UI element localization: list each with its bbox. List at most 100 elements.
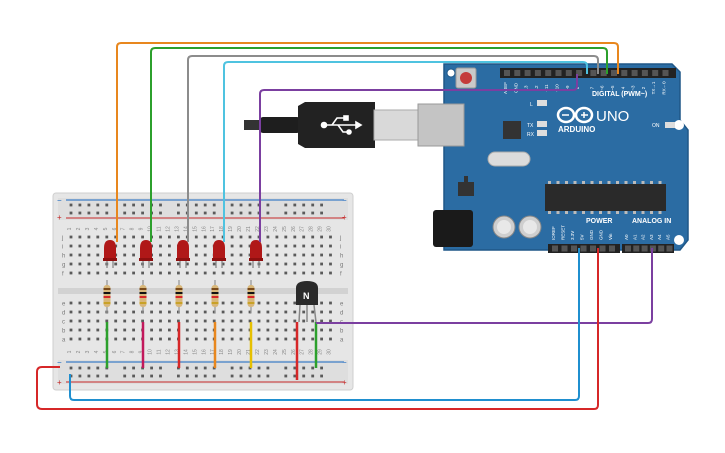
breadboard-hole[interactable] (123, 337, 127, 341)
breadboard-hole[interactable] (284, 203, 288, 207)
breadboard-hole[interactable] (257, 366, 261, 370)
breadboard-hole[interactable] (123, 310, 127, 314)
breadboard-hole[interactable] (284, 328, 288, 332)
breadboard-hole[interactable] (311, 310, 315, 314)
breadboard-hole[interactable] (266, 211, 270, 215)
breadboard-hole[interactable] (221, 262, 225, 266)
breadboard-hole[interactable] (132, 203, 135, 207)
breadboard-hole[interactable] (105, 319, 109, 323)
red-led[interactable] (139, 240, 153, 268)
digital-pin-hole[interactable] (576, 70, 583, 76)
breadboard-hole[interactable] (293, 374, 297, 378)
breadboard-hole[interactable] (239, 211, 243, 215)
breadboard-hole[interactable] (329, 319, 332, 323)
breadboard-hole[interactable] (275, 271, 279, 275)
breadboard-hole[interactable] (96, 235, 100, 239)
resistor[interactable] (175, 280, 183, 313)
breadboard-hole[interactable] (141, 211, 144, 215)
breadboard-hole[interactable] (311, 253, 315, 257)
breadboard-hole[interactable] (320, 301, 323, 305)
resistor[interactable] (247, 280, 255, 313)
breadboard-hole[interactable] (230, 253, 234, 257)
breadboard-hole[interactable] (87, 211, 91, 215)
breadboard-hole[interactable] (311, 244, 315, 248)
breadboard-hole[interactable] (239, 203, 243, 207)
power-pin-hole[interactable] (590, 245, 596, 252)
breadboard-hole[interactable] (132, 262, 135, 266)
breadboard-hole[interactable] (185, 262, 189, 266)
breadboard-hole[interactable] (194, 319, 198, 323)
breadboard-hole[interactable] (293, 235, 297, 239)
breadboard-hole[interactable] (320, 328, 323, 332)
breadboard-hole[interactable] (96, 211, 100, 215)
resistor[interactable] (211, 280, 219, 313)
breadboard-hole[interactable] (284, 244, 288, 248)
red-led[interactable] (103, 240, 117, 268)
breadboard-hole[interactable] (78, 271, 82, 275)
breadboard-hole[interactable] (284, 253, 288, 257)
breadboard-hole[interactable] (177, 235, 180, 239)
breadboard-hole[interactable] (266, 253, 270, 257)
breadboard-hole[interactable] (212, 235, 216, 239)
breadboard-hole[interactable] (123, 211, 127, 215)
analog-pin-hole[interactable] (641, 245, 648, 252)
breadboard-hole[interactable] (221, 319, 225, 323)
usb-cable[interactable] (244, 102, 465, 148)
breadboard-hole[interactable] (230, 271, 234, 275)
power-pin-hole[interactable] (599, 245, 606, 252)
breadboard-hole[interactable] (257, 328, 261, 332)
breadboard-hole[interactable] (150, 328, 153, 332)
breadboard-hole[interactable] (105, 235, 109, 239)
breadboard-hole[interactable] (114, 262, 118, 266)
breadboard-hole[interactable] (78, 374, 82, 378)
breadboard-hole[interactable] (132, 301, 135, 305)
breadboard-hole[interactable] (194, 301, 198, 305)
breadboard-hole[interactable] (284, 262, 288, 266)
breadboard-hole[interactable] (239, 337, 243, 341)
breadboard-hole[interactable] (257, 310, 261, 314)
breadboard-hole[interactable] (141, 319, 144, 323)
breadboard-hole[interactable] (123, 301, 127, 305)
breadboard-hole[interactable] (266, 310, 270, 314)
breadboard-hole[interactable] (78, 235, 82, 239)
breadboard-hole[interactable] (168, 301, 171, 305)
breadboard-hole[interactable] (248, 310, 252, 314)
breadboard-hole[interactable] (168, 328, 171, 332)
breadboard-hole[interactable] (203, 262, 207, 266)
breadboard-hole[interactable] (168, 319, 171, 323)
digital-pin-hole[interactable] (590, 70, 597, 76)
breadboard-hole[interactable] (203, 271, 207, 275)
breadboard-hole[interactable] (159, 310, 162, 314)
breadboard-hole[interactable] (132, 328, 135, 332)
breadboard-hole[interactable] (69, 328, 73, 332)
breadboard-hole[interactable] (266, 337, 270, 341)
breadboard-hole[interactable] (96, 366, 100, 370)
breadboard-hole[interactable] (284, 211, 288, 215)
breadboard-hole[interactable] (320, 374, 323, 378)
breadboard-hole[interactable] (302, 253, 306, 257)
breadboard-hole[interactable] (69, 310, 73, 314)
breadboard-hole[interactable] (239, 253, 243, 257)
breadboard-hole[interactable] (105, 203, 109, 207)
breadboard-hole[interactable] (221, 328, 225, 332)
breadboard-hole[interactable] (185, 319, 189, 323)
breadboard-hole[interactable] (203, 310, 207, 314)
breadboard-hole[interactable] (150, 337, 153, 341)
breadboard-hole[interactable] (311, 319, 315, 323)
breadboard-hole[interactable] (293, 337, 297, 341)
breadboard-hole[interactable] (320, 253, 323, 257)
breadboard-hole[interactable] (221, 301, 225, 305)
breadboard-hole[interactable] (185, 310, 189, 314)
breadboard-hole[interactable] (293, 271, 297, 275)
breadboard-hole[interactable] (329, 235, 332, 239)
breadboard-hole[interactable] (87, 337, 91, 341)
breadboard-hole[interactable] (105, 211, 109, 215)
breadboard-hole[interactable] (87, 235, 91, 239)
breadboard-hole[interactable] (293, 319, 297, 323)
breadboard-hole[interactable] (96, 262, 100, 266)
resistors[interactable] (103, 280, 255, 313)
breadboard-hole[interactable] (159, 301, 162, 305)
analog-pin-hole[interactable] (633, 245, 640, 252)
breadboard-hole[interactable] (69, 253, 73, 257)
